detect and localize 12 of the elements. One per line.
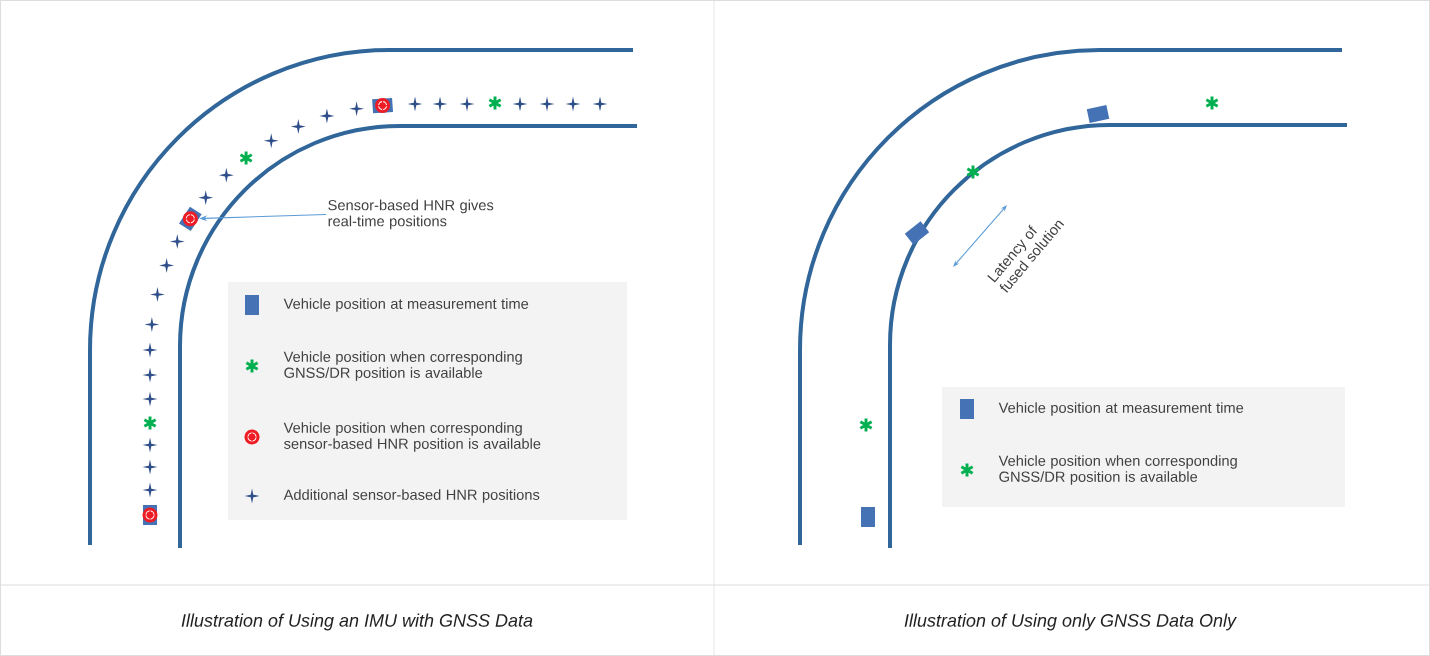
callout-text: Sensor-based HNR gives real-time positions [328,199,494,230]
legend-text: Additional sensor-based HNR positions [283,489,540,503]
legend-text: Vehicle position at measurement time [998,402,1244,416]
caption: Illustration of Using an IMU with GNSS Data [181,613,533,631]
vehicle-marker [1086,105,1110,123]
legend-text: Vehicle position when corresponding sensor-based HNR position is available [283,422,541,452]
legend-text: Vehicle position when corresponding GNSS/DR position is available [998,455,1237,485]
legend-text: Vehicle position at measurement time [283,298,529,312]
caption: Illustration of Using only GNSS Data Only [904,613,1237,631]
vehicle-marker [904,221,930,245]
legend-text: Vehicle position when corresponding GNSS/DR position is available [283,351,522,381]
vehicle-marker [861,507,875,527]
